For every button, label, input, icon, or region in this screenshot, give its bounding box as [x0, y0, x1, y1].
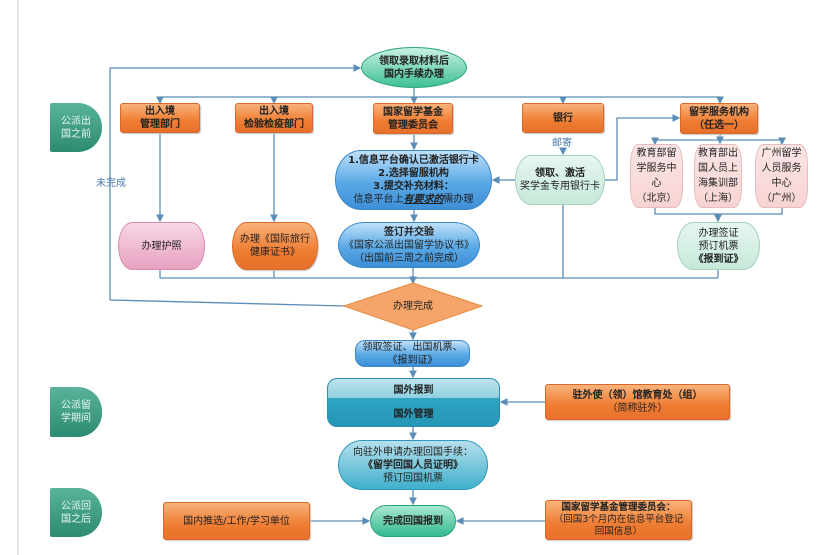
- not-done-label: 未完成: [96, 178, 126, 189]
- health-cert-step: 办理《国际旅行健康证书》: [232, 222, 318, 270]
- center-guangzhou: 广州留学人员服务中心（广州）: [755, 144, 808, 208]
- phase-during-study: 公派留学期间: [50, 387, 102, 437]
- phase-before-departure: 公派出国之前: [50, 103, 102, 152]
- service-org-box: 留学服务机构（任选一）: [680, 103, 758, 134]
- decision-diamond: [342, 282, 484, 331]
- domestic-unit-box: 国内推选/工作/学习单位: [163, 502, 310, 540]
- start-line: 领取录取材料后: [379, 55, 449, 67]
- abroad-step: 国外报到国外管理: [327, 378, 500, 427]
- csc-box: 国家留学基金管理委员会: [373, 103, 453, 134]
- agreement-step: 签订并交验《国家公派出国留学协议书》（出国前三周之前完成）: [338, 222, 480, 268]
- embassy-box: 驻外使（领）馆教育处（组）（简称驻外）: [545, 384, 730, 420]
- center-beijing: 教育部留学服务中心（北京）: [630, 144, 683, 208]
- done-label: 办理完成: [393, 300, 433, 312]
- return-apply-step: 向驻外申请办理回国手续：《留学回国人员证明》预订回国机票: [338, 440, 488, 490]
- phase-after-return: 公派回国之后: [50, 488, 102, 537]
- bank-card-step: 领取、激活奖学金专用银行卡: [515, 155, 605, 205]
- start-line: 国内手续办理: [384, 68, 444, 80]
- visa-step: 办理签证预订机票《报到证》: [677, 222, 760, 270]
- quarantine-dept: 出入境检验检疫部门: [235, 103, 313, 133]
- center-shanghai: 教育部出国人员上海集训部（上海）: [694, 144, 742, 208]
- mail-label: 邮寄: [552, 138, 572, 149]
- start-ellipse: 领取录取材料后国内手续办理: [361, 47, 467, 88]
- exit-entry-dept: 出入境管理部门: [120, 103, 200, 133]
- csc-return-box: 国家留学基金管理委员会：（回国3个月内在信息平台登记回国信息）: [545, 500, 692, 540]
- bank-box: 银行: [522, 103, 604, 133]
- return-done-step: 完成回国报到: [370, 505, 456, 537]
- collect-step: 领取签证、出国机票、《报到证》: [355, 340, 470, 367]
- passport-step: 办理护照: [118, 222, 205, 270]
